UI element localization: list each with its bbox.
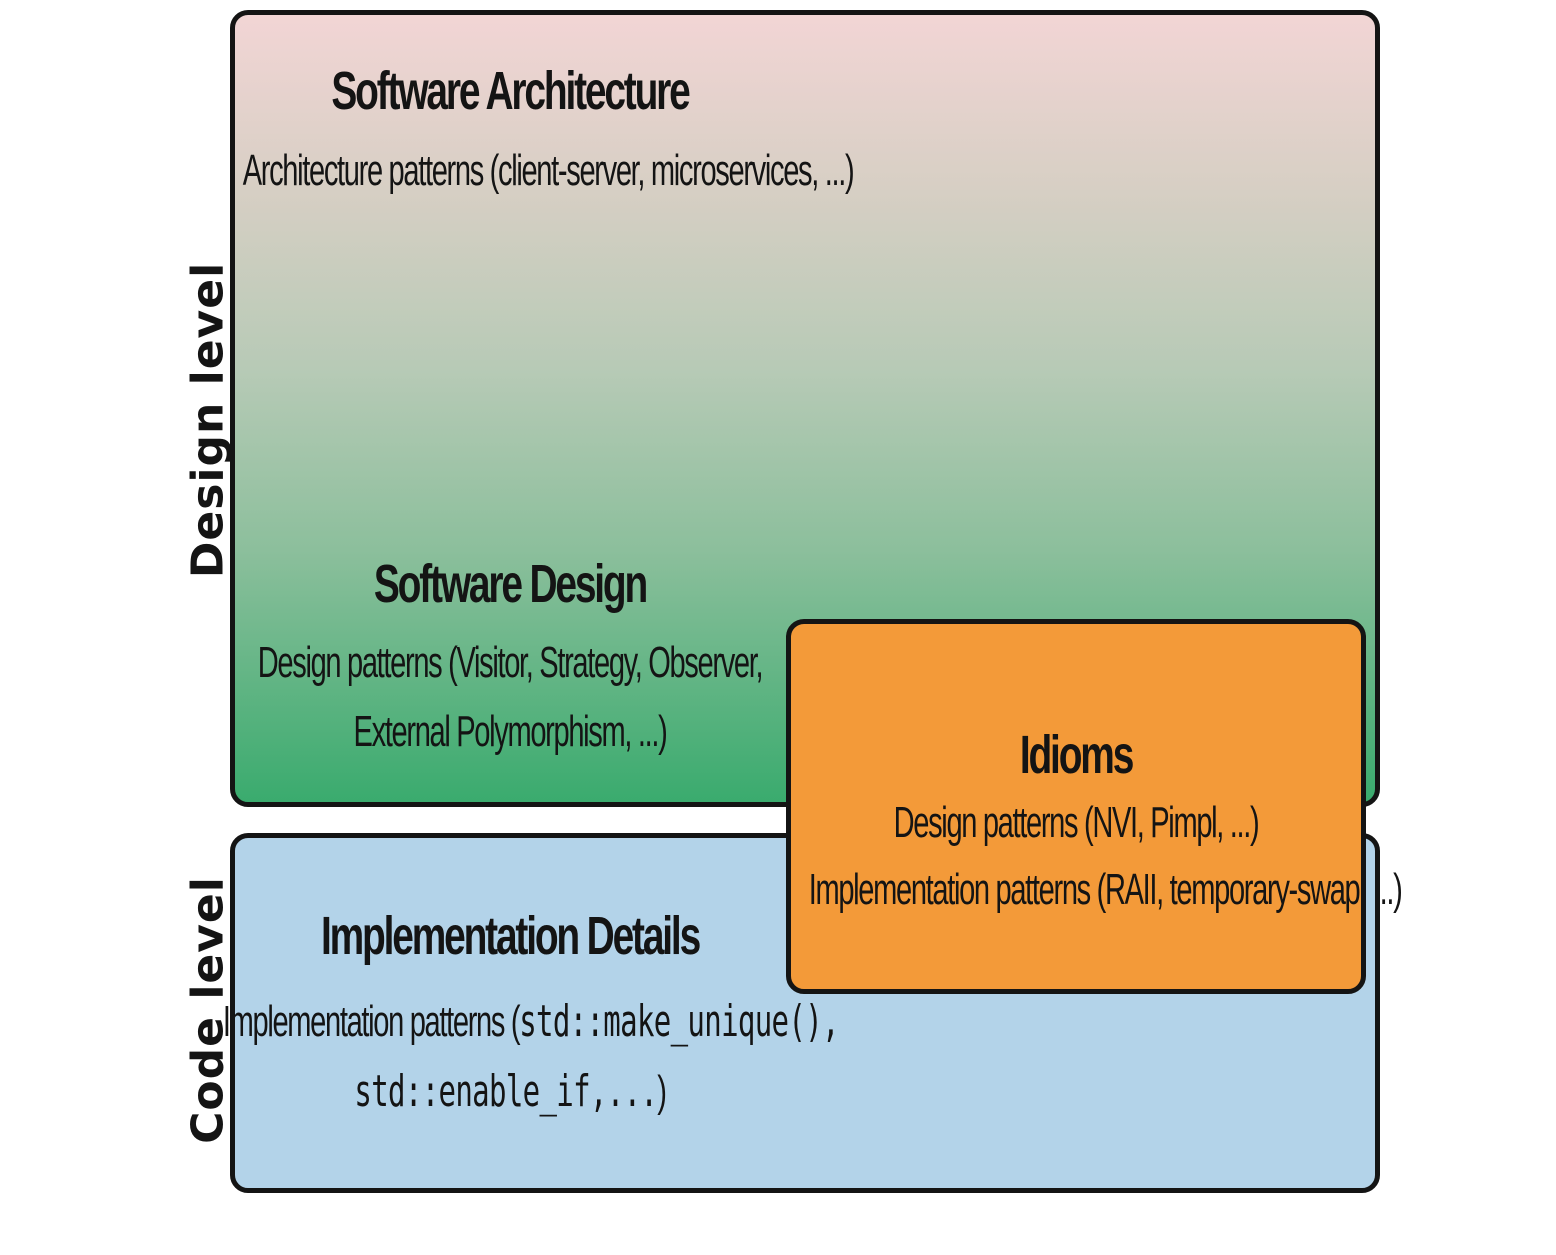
idioms-line2: Implementation patterns (RAII, temporary… <box>808 865 1403 914</box>
implementation-details-title: Implementation Details <box>320 906 701 966</box>
idioms-line1: Design patterns (NVI, Pimpl, ...) <box>893 798 1260 847</box>
enable-if-code: std::enable_if,... <box>354 1066 658 1117</box>
idioms-panel: Idioms Design patterns (NVI, Pimpl, ...)… <box>786 619 1403 994</box>
software-design-line1: Design patterns (Visitor, Strategy, Obse… <box>257 638 764 687</box>
software-design-line2: External Polymorphism, ...) <box>353 707 668 756</box>
design-level-label: Design level <box>182 261 234 579</box>
implementation-patterns-prefix: Implementation patterns ( <box>222 997 521 1046</box>
implementation-details-line1: Implementation patterns (std::make_uniqu… <box>222 988 840 1056</box>
idioms-title: Idioms <box>1019 725 1135 785</box>
implementation-details-line2: std::enable_if,...) <box>223 1058 797 1126</box>
software-architecture-title: Software Architecture <box>331 61 690 121</box>
implementation-details-closing-paren: ) <box>657 1067 667 1116</box>
software-design-title: Software Design <box>373 554 648 614</box>
software-architecture-subtitle: Architecture patterns (client-server, mi… <box>242 146 855 195</box>
make-unique-code: std::make_unique(), <box>519 996 839 1047</box>
